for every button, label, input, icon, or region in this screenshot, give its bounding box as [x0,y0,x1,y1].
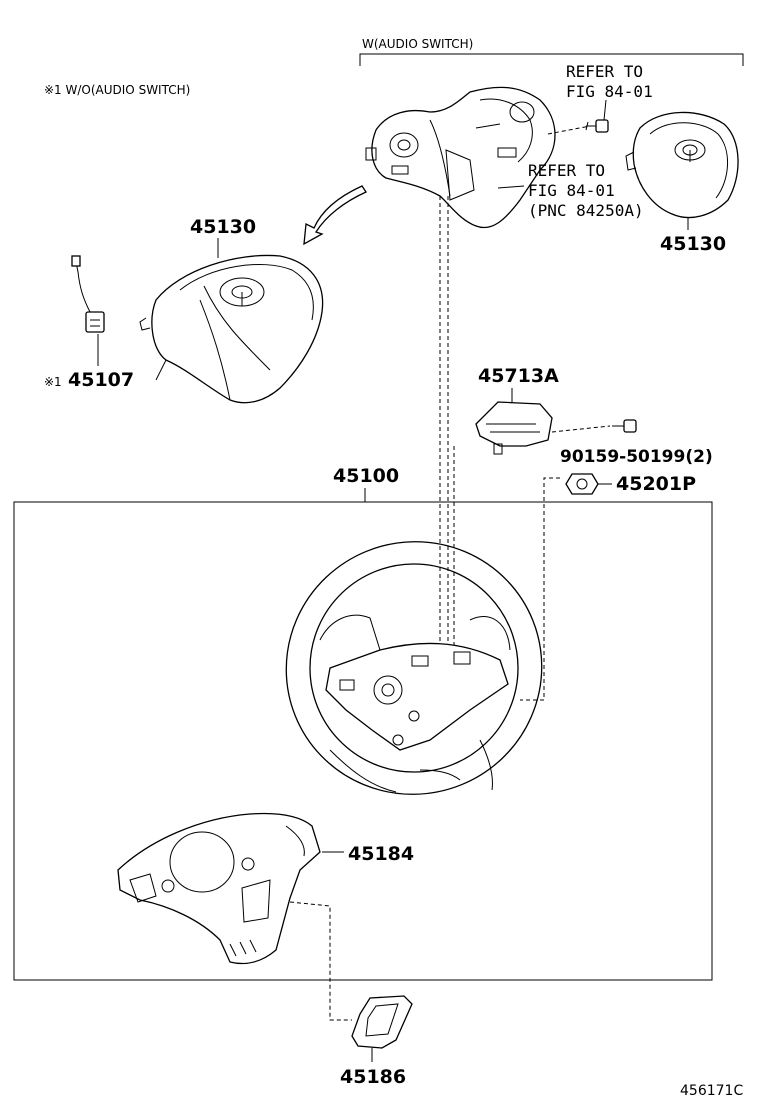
audio-switch-bracket [359,53,744,66]
part-45100: 45100 [333,465,399,487]
part-90159: 90159-50199(2) [560,447,713,467]
fig-84-01-2: FIG 84-01 [528,181,615,200]
part-45107: 45107 [68,369,134,391]
part-45184: 45184 [348,843,414,865]
refer-to-1: REFER TO [566,62,643,81]
switch-45713a [475,401,553,455]
connector-45107 [71,255,105,333]
part-45130-right: 45130 [660,233,726,255]
lower-cover-45184 [117,812,321,965]
screw-fig-84-01 [585,119,609,133]
with-audio-switch-label: W(AUDIO SWITCH) [362,37,473,51]
mark-45107: ※1 [44,375,62,389]
diagram-id: 456171C [680,1083,743,1099]
garnish-45186 [351,995,413,1049]
without-audio-switch-label: ※1 W/O(AUDIO SWITCH) [44,83,190,97]
part-45201p: 45201P [616,473,696,495]
part-45186: 45186 [340,1066,406,1088]
fig-84-01-1: FIG 84-01 [566,82,653,101]
assembly-box-45100 [13,501,713,981]
refer-to-2: REFER TO [528,161,605,180]
airbag-45130-left [139,254,324,404]
part-45130-left: 45130 [190,216,256,238]
pnc-84250a: (PNC 84250A) [528,201,644,220]
airbag-45130-right [625,111,739,219]
audio-switch-pad-illustration [365,86,556,229]
screw-90159 [612,419,637,433]
part-45713a: 45713A [478,365,559,387]
curved-arrow [303,185,367,246]
nut-45201p [565,473,599,495]
steering-wheel-45100 [285,541,543,795]
